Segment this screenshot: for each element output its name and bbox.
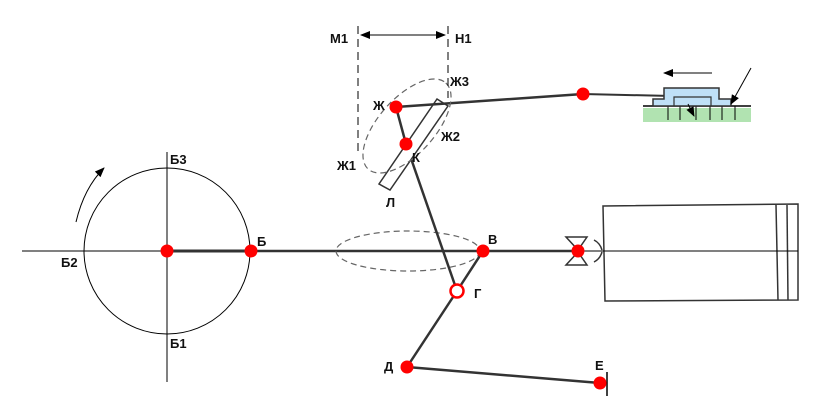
cylinder-seal-top [593,239,603,251]
piston-cap [564,236,589,252]
joint-v [476,244,490,258]
joint-center [160,244,174,258]
label-zh3: Ж3 [449,74,469,89]
cylinder-seal-bottom [593,251,603,263]
piston-cap-lower [564,250,589,266]
joint-d [400,360,414,374]
trajectory-ellipse-zh [362,78,452,174]
label-l: Л [386,195,395,210]
guide-ground [643,108,751,122]
label-b: Б [257,234,266,249]
label-d: Д [384,359,394,374]
label-b3: Б3 [170,152,187,167]
label-h1: Н1 [455,31,472,46]
label-m1: М1 [330,31,348,46]
link-k-g [404,143,459,292]
label-zh1: Ж1 [336,158,356,173]
joint-k [399,137,413,151]
joint-b [244,244,258,258]
label-b1: Б1 [170,336,187,351]
label-v: В [488,232,497,247]
force-arrow [730,67,752,105]
label-zh: Ж [372,98,385,113]
link-zh-slider [395,92,584,109]
curved-arrow-icon [75,167,105,223]
cylinder-inner-wall-2 [786,204,789,301]
cylinder-body [602,203,799,302]
label-e: Е [595,358,604,373]
slider-inner [673,96,712,106]
rocker-plate [377,97,450,191]
label-g: Г [474,286,482,301]
joint-slider [576,87,590,101]
cylinder-inner-wall-1 [775,204,779,301]
joint-piston [571,244,585,258]
joint-g [449,283,465,299]
joint-zh [389,100,403,114]
label-k: К [412,150,420,165]
link-d-e [406,365,601,385]
label-zh2: Ж2 [440,129,460,144]
link-g-d [405,290,459,368]
label-b2: Б2 [61,255,78,270]
link-g-v [455,250,485,292]
inner-arrow [686,103,695,117]
joint-e [593,376,607,390]
link-to-slider [582,93,673,97]
